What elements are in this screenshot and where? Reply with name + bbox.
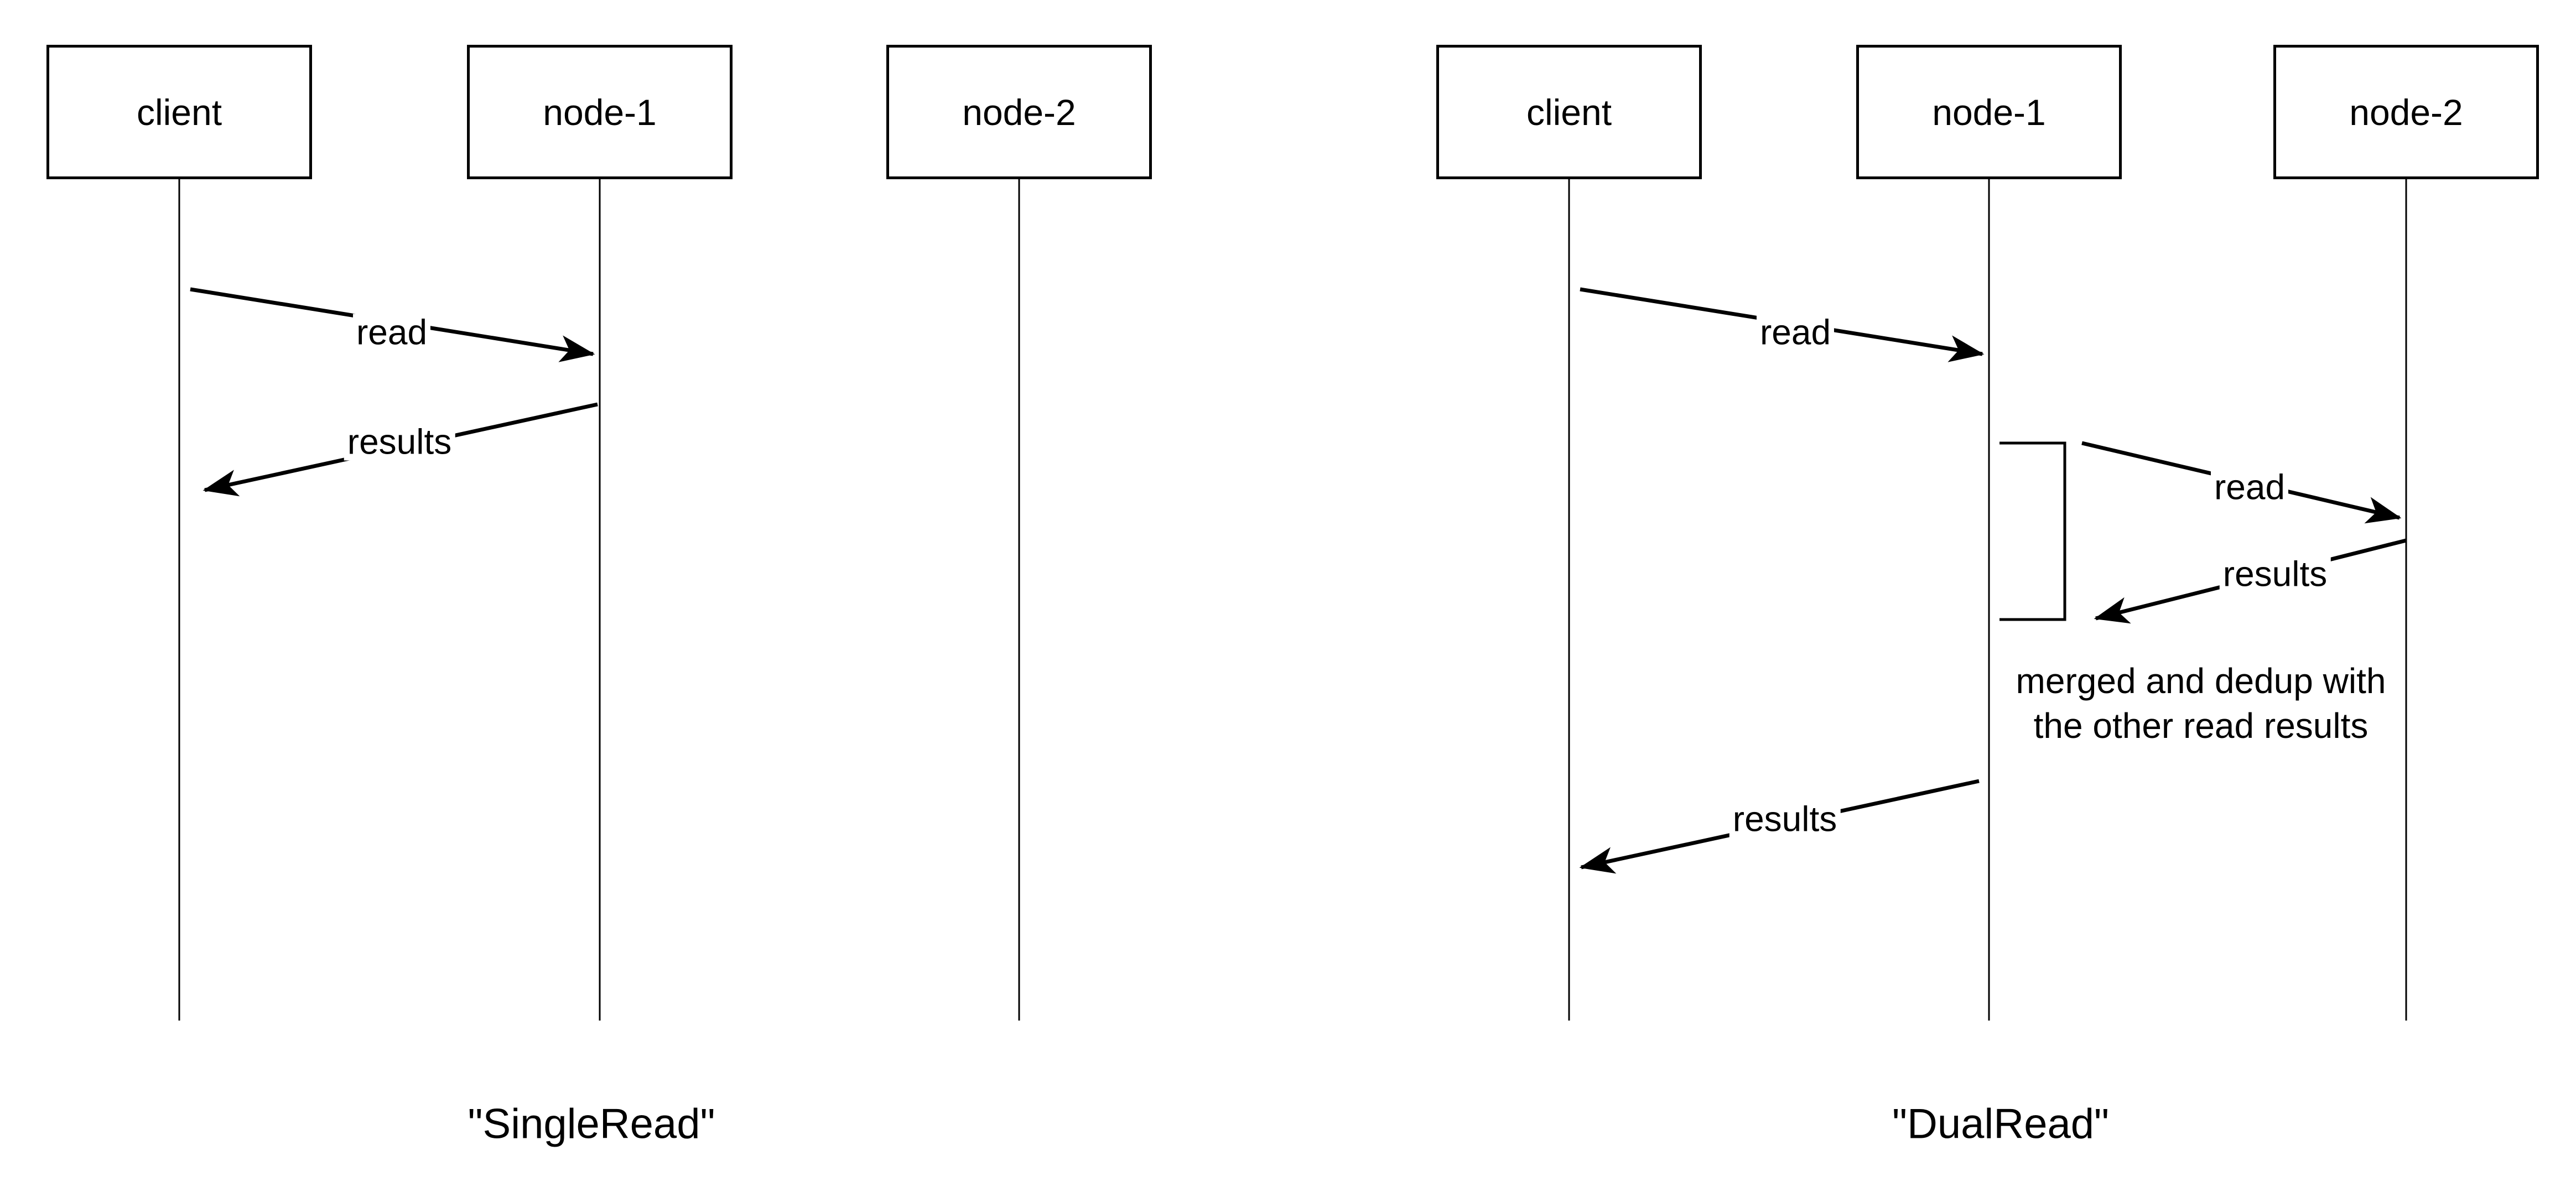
actor-box-dualread-node-1: node-1 — [1856, 45, 2122, 179]
message-label-dualread-read-2: read — [2210, 469, 2289, 506]
message-label-dualread-results-1: results — [2219, 555, 2331, 593]
caption-dualread: "DualRead" — [1892, 1100, 2109, 1148]
message-label-singleread-results: results — [344, 423, 455, 461]
actor-label: node-2 — [962, 91, 1076, 133]
note-line-2: the other read results — [2033, 706, 2369, 746]
note-line-1: merged and dedup with — [2016, 661, 2386, 701]
actor-box-dualread-node-2: node-2 — [2273, 45, 2539, 179]
actor-label: node-2 — [2349, 91, 2463, 133]
actor-label: client — [1526, 91, 1612, 133]
activation-bracket-node-1 — [1999, 441, 2066, 621]
caption-singleread: "SingleRead" — [468, 1100, 715, 1148]
actor-box-singleread-node-1: node-1 — [467, 45, 733, 179]
actor-box-singleread-node-2: node-2 — [886, 45, 1152, 179]
actor-box-dualread-client: client — [1436, 45, 1702, 179]
actor-label: node-1 — [543, 91, 657, 133]
actor-box-singleread-client: client — [46, 45, 312, 179]
message-label-dualread-read-1: read — [1756, 314, 1835, 351]
actor-label: client — [136, 91, 222, 133]
actor-label: node-1 — [1932, 91, 2046, 133]
message-label-singleread-read: read — [352, 314, 431, 351]
message-label-dualread-results-2: results — [1729, 800, 1841, 838]
note-merged-dedup: merged and dedup with the other read res… — [2016, 659, 2386, 748]
